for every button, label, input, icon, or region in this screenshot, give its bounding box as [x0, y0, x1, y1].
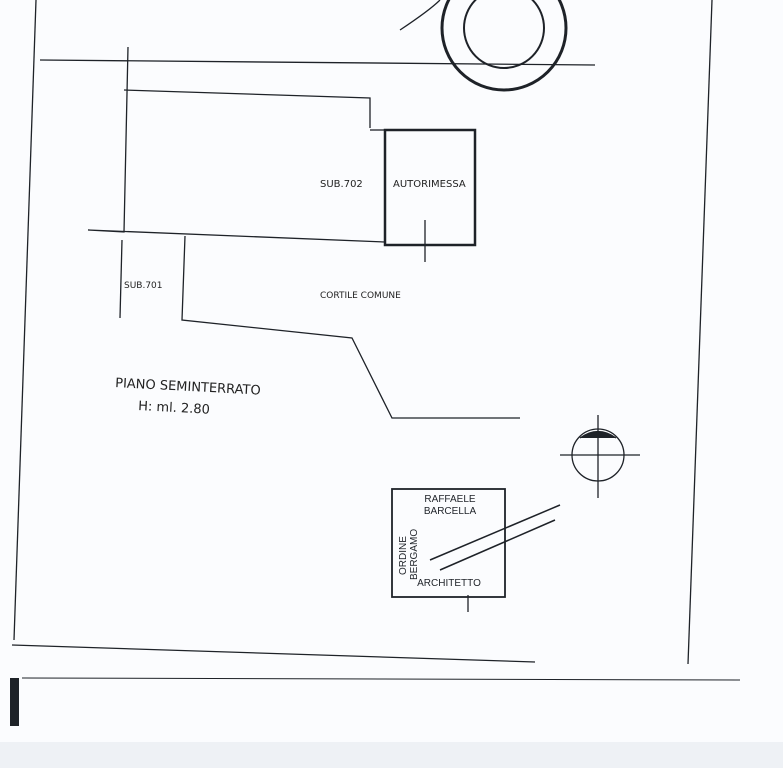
courtyard-outline	[181, 235, 520, 419]
room-label-sub701: SUB.701	[124, 281, 163, 291]
stamp-name-1: RAFFAELE	[424, 494, 475, 505]
frame-left	[13, 0, 37, 641]
frame-bottom	[11, 644, 536, 663]
building-outline	[87, 46, 386, 243]
stamp-name-2: BARCELLA	[424, 506, 477, 517]
architect-stamp-box	[391, 488, 506, 598]
room-label-cortile: CORTILE COMUNE	[320, 291, 401, 301]
bottom-margin	[0, 742, 783, 768]
room-label-sub702: SUB.702	[320, 179, 363, 190]
north-arrow-icon	[560, 415, 640, 498]
stamp-order-2: BERGAMO	[409, 529, 420, 580]
garage-walls	[383, 128, 477, 247]
seal-stamp	[399, 0, 568, 92]
stamp-title: ARCHITETTO	[417, 578, 481, 589]
stamp-order-1: ORDINE	[398, 536, 409, 575]
room-label-autorimessa: AUTORIMESSA	[393, 179, 466, 190]
floor-title: PIANO SEMINTERRATO	[115, 376, 261, 399]
height-note: H: ml. 2.80	[138, 399, 210, 418]
frame-right	[687, 0, 713, 665]
floor-plan: SUB.702 AUTORIMESSA SUB.701 CORTILE COMU…	[10, 0, 741, 726]
